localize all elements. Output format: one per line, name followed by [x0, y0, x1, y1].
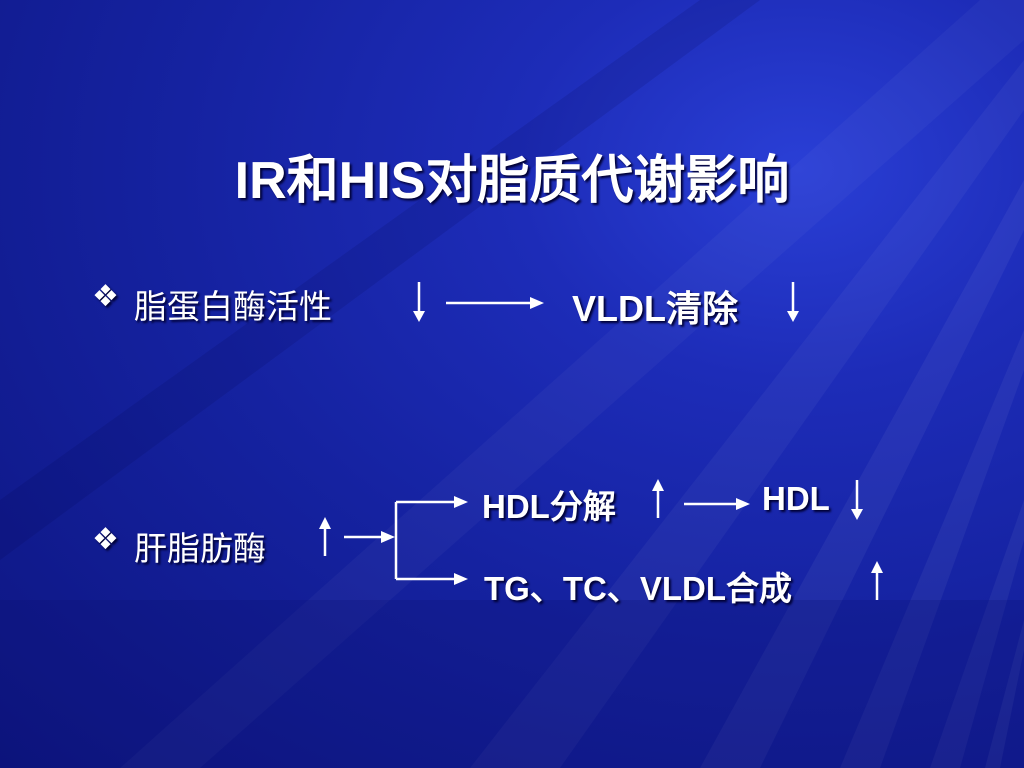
slide-title: IR和HIS对脂质代谢影响 [0, 138, 1024, 213]
right-arrow-icon [684, 498, 750, 510]
down-arrow-icon [851, 480, 863, 520]
up-arrow-icon [871, 561, 883, 600]
row2-left-text: 肝脂肪酶 [134, 529, 266, 568]
branch-top-right-text: HDL [762, 480, 830, 517]
branch-bottom-text: TG、TC、VLDL合成 [484, 570, 792, 607]
bullet-icon: ❖ [92, 522, 119, 557]
right-arrow-icon [446, 297, 544, 309]
up-arrow-icon [652, 479, 664, 518]
right-arrow-icon [344, 531, 395, 543]
bullet-icon: ❖ [92, 279, 119, 314]
row1-left-text: 脂蛋白酶活性 [134, 287, 332, 326]
branch-top-left-text: HDL分解 [482, 488, 616, 525]
row1-right-text: VLDL清除 [572, 280, 738, 332]
branch-bracket [394, 496, 468, 585]
row1-right-label: VLDL清除 [572, 288, 738, 329]
title-text: IR和HIS对脂质代谢影响 [234, 152, 790, 210]
up-arrow-icon [319, 517, 331, 556]
down-arrow-icon [787, 282, 799, 322]
down-arrow-icon [413, 282, 425, 322]
